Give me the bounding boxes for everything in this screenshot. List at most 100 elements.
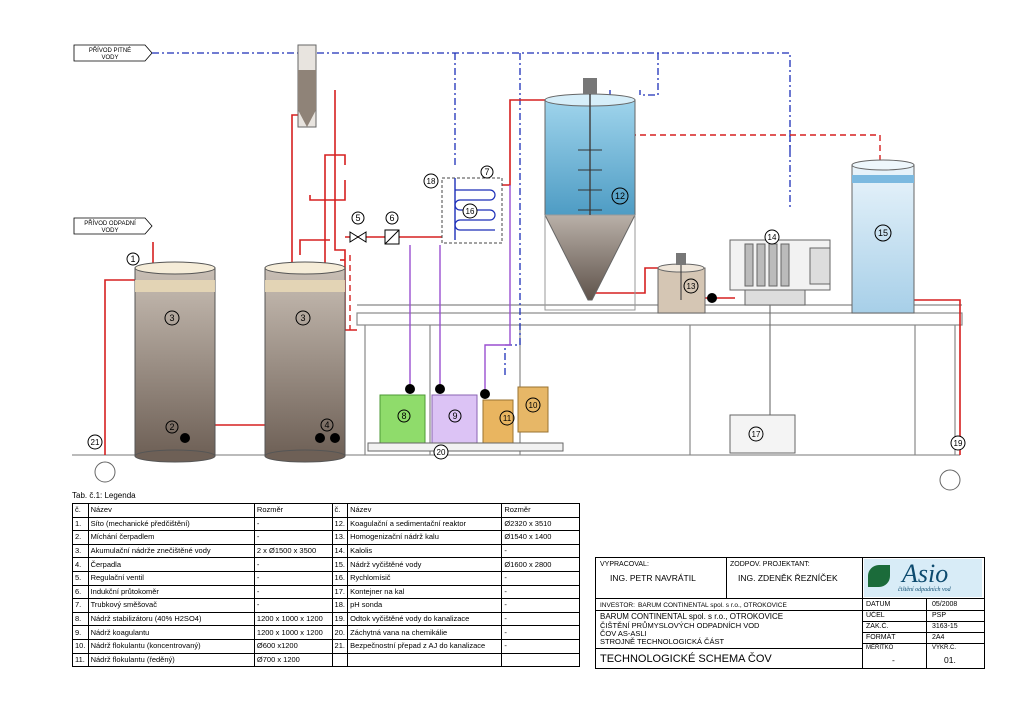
svg-text:6: 6 [389,213,394,223]
pump-symbols [180,293,717,443]
project-line-4: STROJNĚ TECHNOLOGICKÁ ČÁST [600,637,725,646]
legend-header-row: č. Název Rozměr č. Název Rozměr [72,503,580,518]
svg-text:PŘÍVOD PITNÉ: PŘÍVOD PITNÉ [89,46,131,54]
legend-cell: 1. [72,516,89,532]
callout-7: 7 [480,165,494,179]
svg-text:4: 4 [324,420,329,430]
svg-text:7: 7 [484,167,489,177]
legend-cell: Míchání čerpadlem [87,530,255,545]
svg-text:15: 15 [878,228,888,238]
legend-cell: 10. [72,638,89,654]
legend-cell: Akumulační nádrže znečištěné vody [87,543,255,559]
svg-text:3: 3 [300,313,305,323]
legend-cell: 1200 x 1000 x 1200 [253,611,333,627]
svg-text:8: 8 [401,411,406,421]
svg-text:21: 21 [91,438,100,447]
callout-3a: 3 [164,310,180,326]
flow-meter [384,229,400,245]
overflow-outlet [94,461,116,483]
legend-cell: 18. [331,598,349,613]
callout-6: 6 [385,211,399,225]
legend-cell: Odtok vyčištěné vody do kanalizace [347,611,503,627]
legend-cell: Homogenizační nádrž kalu [347,530,503,545]
legend-row: 1.Síto (mechanické předčištění)-12.Koagu… [72,516,580,532]
legend-row: 2.Míchání čerpadlem-13.Homogenizační nád… [72,530,580,545]
legend-cell: Záchytná vana na chemikálie [347,625,503,640]
format: 2A4 [932,634,945,641]
investor-label: INVESTOR: [600,602,635,609]
svg-text:3: 3 [169,313,174,323]
legend-cell: pH sonda [347,598,503,613]
svg-text:13: 13 [687,282,696,291]
callout-19: 19 [950,435,966,451]
zodpov: ING. ZDENĚK ŘEZNÍČEK [738,573,838,583]
svg-text:18: 18 [427,177,436,186]
legend-cell: 13. [331,530,349,545]
legend-cell: Ø1540 x 1400 [501,530,580,545]
datum-label: DATUM [866,601,891,608]
drawing-title: TECHNOLOGICKÉ SCHEMA ČOV [600,653,772,665]
legend-cell: 12. [331,516,349,532]
lime-column [297,44,317,128]
datum: 05/2008 [932,601,958,608]
legend-cell: - [501,611,580,627]
legend-cell: 9. [72,625,89,640]
legend-cell: Indukční průtokoměr [87,584,255,600]
legend-cell: Nádrž flokulantu (ředěný) [87,652,255,668]
storage-tank-right [264,261,346,463]
label-odpadni-voda: PŘÍVOD ODPADNÍ VODY [73,217,153,235]
legend-cell: Ø2320 x 3510 [501,516,580,532]
project-line-1: BARUM CONTINENTAL spol. s r.o., OTROKOVI… [600,612,784,621]
project-line-3: ČOV AS-ASLI [600,629,647,638]
filter-press [729,239,831,415]
legend-cell: Regulační ventil [87,570,255,586]
legend-cell: 2 x Ø1500 x 3500 [253,543,333,559]
callout-10: 10 [525,397,541,413]
legend-row: 11.Nádrž flokulantu (ředěný)Ø700 x 1200 [72,652,580,668]
vykr-label: VÝKR.Č. [932,645,957,651]
legend-cell: - [501,570,580,586]
label-pitna-voda: PŘÍVOD PITNÉ VODY [73,44,153,62]
legend-cell: 17. [331,584,349,600]
coagulation-reactor [544,78,636,311]
legend-cell: Kontejner na kal [347,584,503,600]
zak: 3163-15 [932,623,958,630]
legend-cell: - [501,598,580,613]
legend-caption: Tab. č.1: Legenda [72,491,136,500]
callouts: 1 2 3 3 4 5 6 7 8 9 10 11 12 13 14 15 16… [87,165,966,460]
legend-cell: 20. [331,625,349,640]
callout-20: 20 [433,444,449,460]
legend-cell: Nádrž vyčištěné vody [347,557,503,572]
sludge-container [729,414,796,454]
legend-cell: Trubkový směšovač [87,598,255,613]
platform [356,304,963,455]
callout-14: 14 [764,229,780,245]
legend-cell: Čerpadla [87,557,255,572]
ucel: PSP [932,612,947,619]
legend-cell: 21. [331,638,349,654]
legend-cell: 19. [331,611,349,627]
svg-text:20: 20 [437,448,446,457]
svg-text:PŘÍVOD ODPADNÍ: PŘÍVOD ODPADNÍ [84,219,136,227]
legend-cell: - [253,570,333,586]
vypracoval: ING. PETR NAVRÁTIL [610,573,696,583]
chemical-tanks [367,386,564,452]
callout-18: 18 [423,173,439,189]
legend-cell: - [253,584,333,600]
potable-water-lines [152,52,791,375]
process-diagram: PŘÍVOD PITNÉ VODY PŘÍVOD ODPADNÍ VODY [72,44,966,491]
vypracoval-label: VYPRACOVAL: [600,561,649,568]
company-logo: Asio čištění odpadních vod [864,559,982,597]
svg-text:16: 16 [466,207,475,216]
callout-21: 21 [87,434,103,450]
legend-cell [331,652,349,668]
clean-water-tank [851,159,915,314]
investor: BARUM CONTINENTAL spol. s r.o., OTROKOVI… [638,602,787,609]
legend-cell [347,652,503,668]
legend-cell: Nádrž flokulantu (koncentrovaný) [87,638,255,654]
title-block: VYPRACOVAL: ING. PETR NAVRÁTIL ZODPOV. P… [595,557,985,669]
legend-cell: Nádrž stabilizátoru (40% H2SO4) [87,611,255,627]
